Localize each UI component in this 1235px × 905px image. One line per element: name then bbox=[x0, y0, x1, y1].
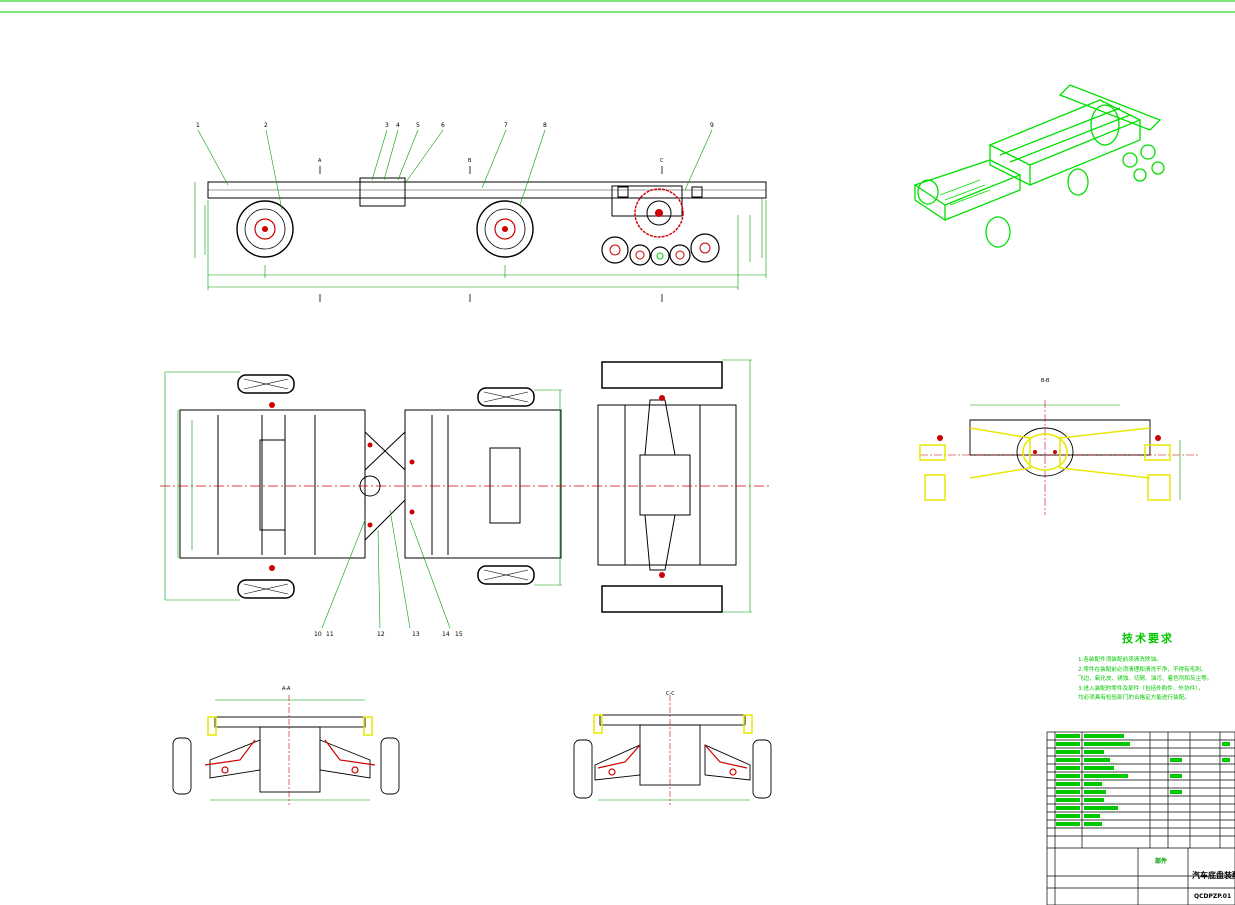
callout-6: 6 bbox=[441, 122, 445, 129]
section-title-b-b: B-B bbox=[1041, 378, 1050, 384]
requirement-line: 2.零件在装配前必须清理和清洗干净，不得有毛刺、 bbox=[1078, 666, 1207, 673]
callout-4: 4 bbox=[396, 122, 400, 129]
side-view: 1 2 3 4 5 6 7 8 9 A B C bbox=[194, 122, 767, 302]
section-view-a-a: A-A bbox=[172, 686, 400, 805]
section-title-a-a: A-A bbox=[282, 686, 291, 692]
callout-1: 1 bbox=[196, 122, 200, 129]
isometric-view bbox=[913, 84, 1165, 248]
top-view: 10 11 12 13 14 15 bbox=[160, 359, 770, 638]
side-front-wheel bbox=[236, 200, 294, 258]
technical-requirements: 技术要求 1.各装配件须装配前须清洗除油。 2.零件在装配前必须清理和清洗干净，… bbox=[1078, 630, 1228, 704]
callout-13: 13 bbox=[412, 631, 420, 638]
callout-15: 15 bbox=[455, 631, 463, 638]
section-mark-b: B bbox=[468, 158, 472, 164]
callout-9: 9 bbox=[710, 122, 714, 129]
section-mark-c: C bbox=[660, 158, 664, 164]
title-block bbox=[1046, 731, 1235, 905]
callout-2: 2 bbox=[264, 122, 268, 129]
callout-7: 7 bbox=[504, 122, 508, 129]
side-rear-wheel bbox=[476, 200, 534, 258]
callout-5: 5 bbox=[416, 122, 420, 129]
assembly-name: 汽车底盘装配 bbox=[1192, 871, 1235, 880]
callout-14: 14 bbox=[442, 631, 450, 638]
requirement-line: 均必须具有检验部门的合格证方能进行装配。 bbox=[1078, 695, 1190, 701]
technical-requirements-title: 技术要求 bbox=[1122, 632, 1174, 645]
requirement-line: 1.各装配件须装配前须清洗除油。 bbox=[1078, 657, 1162, 663]
callout-12: 12 bbox=[377, 631, 385, 638]
requirement-line: 飞边、氧化皮、锈蚀、切屑、油污、着色剂和灰尘等。 bbox=[1078, 676, 1213, 682]
callout-11: 11 bbox=[326, 631, 334, 638]
sheet-border bbox=[0, 0, 1235, 13]
callout-3: 3 bbox=[385, 122, 389, 129]
track-drive-assembly bbox=[601, 186, 720, 266]
title-block-field-label: 部件 bbox=[1155, 858, 1168, 865]
callout-10: 10 bbox=[314, 631, 322, 638]
section-view-c-c: C-C bbox=[573, 691, 772, 805]
section-view-b-b: B-B bbox=[919, 378, 1200, 515]
drawing-number: QCDPZP.01 bbox=[1194, 893, 1232, 900]
requirement-line: 3.进入装配的零件及部件（包括外购件、外协件）， bbox=[1078, 685, 1204, 692]
top-view-tyres bbox=[237, 361, 723, 613]
callout-8: 8 bbox=[543, 122, 547, 129]
section-mark-a: A bbox=[318, 158, 322, 164]
section-title-c-c: C-C bbox=[666, 691, 675, 697]
